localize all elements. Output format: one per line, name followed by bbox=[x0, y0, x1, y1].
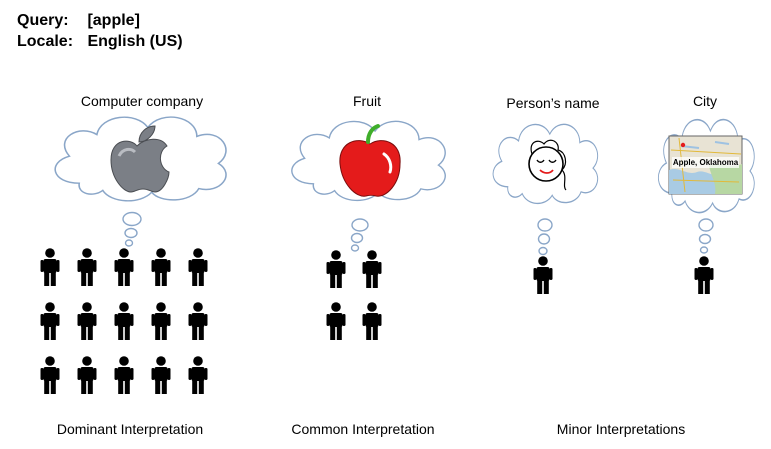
query-key: Query: bbox=[17, 12, 69, 29]
thought-bubbles-city bbox=[698, 218, 714, 254]
label-city: City bbox=[692, 93, 718, 109]
apple-logo-icon bbox=[110, 125, 170, 193]
thought-bubbles-person bbox=[537, 218, 553, 256]
person-icon bbox=[188, 356, 208, 394]
cloud-city: Apple, Oklahoma bbox=[657, 118, 756, 214]
person-icon bbox=[188, 302, 208, 340]
person-icon bbox=[77, 248, 97, 286]
person-icon bbox=[326, 250, 346, 288]
person-icon bbox=[326, 302, 346, 340]
people-minor-city bbox=[694, 256, 714, 294]
person-icon bbox=[533, 256, 553, 294]
query-value: [apple] bbox=[87, 12, 140, 29]
person-icon bbox=[40, 356, 60, 394]
person-icon bbox=[77, 302, 97, 340]
label-fruit: Fruit bbox=[353, 93, 381, 109]
person-icon bbox=[40, 302, 60, 340]
person-icon bbox=[362, 302, 382, 340]
thought-bubbles-fruit bbox=[350, 218, 369, 252]
person-icon bbox=[362, 250, 382, 288]
label-computer-company: Computer company bbox=[80, 93, 204, 109]
query-header: Query: [apple] Locale: English (US) bbox=[17, 10, 183, 52]
person-icon bbox=[114, 356, 134, 394]
person-icon bbox=[188, 248, 208, 286]
smiley-face-icon bbox=[528, 139, 567, 191]
cloud-fruit bbox=[291, 120, 446, 202]
person-icon bbox=[114, 248, 134, 286]
query-row: Query: [apple] bbox=[17, 10, 183, 31]
locale-value: English (US) bbox=[87, 33, 183, 50]
map-icon: Apple, Oklahoma bbox=[668, 135, 743, 195]
person-icon bbox=[151, 356, 171, 394]
people-common bbox=[326, 250, 382, 340]
person-icon bbox=[694, 256, 714, 294]
label-persons-name: Person’s name bbox=[506, 95, 600, 111]
locale-key: Locale: bbox=[17, 33, 74, 50]
locale-row: Locale: English (US) bbox=[17, 31, 183, 52]
person-icon bbox=[151, 302, 171, 340]
person-icon bbox=[40, 248, 60, 286]
thought-bubbles-computer bbox=[122, 211, 142, 247]
cloud-computer-company bbox=[54, 116, 227, 202]
map-place-label: Apple, Oklahoma bbox=[673, 158, 739, 167]
label-common-interpretation: Common Interpretation bbox=[291, 421, 435, 437]
label-dominant-interpretation: Dominant Interpretation bbox=[56, 421, 204, 437]
label-minor-interpretations: Minor Interpretations bbox=[556, 421, 686, 437]
person-icon bbox=[114, 302, 134, 340]
cloud-persons-name bbox=[492, 123, 599, 205]
person-icon bbox=[77, 356, 97, 394]
people-dominant bbox=[40, 248, 208, 394]
people-minor-person bbox=[533, 256, 553, 294]
red-apple-icon bbox=[339, 124, 401, 197]
person-icon bbox=[151, 248, 171, 286]
